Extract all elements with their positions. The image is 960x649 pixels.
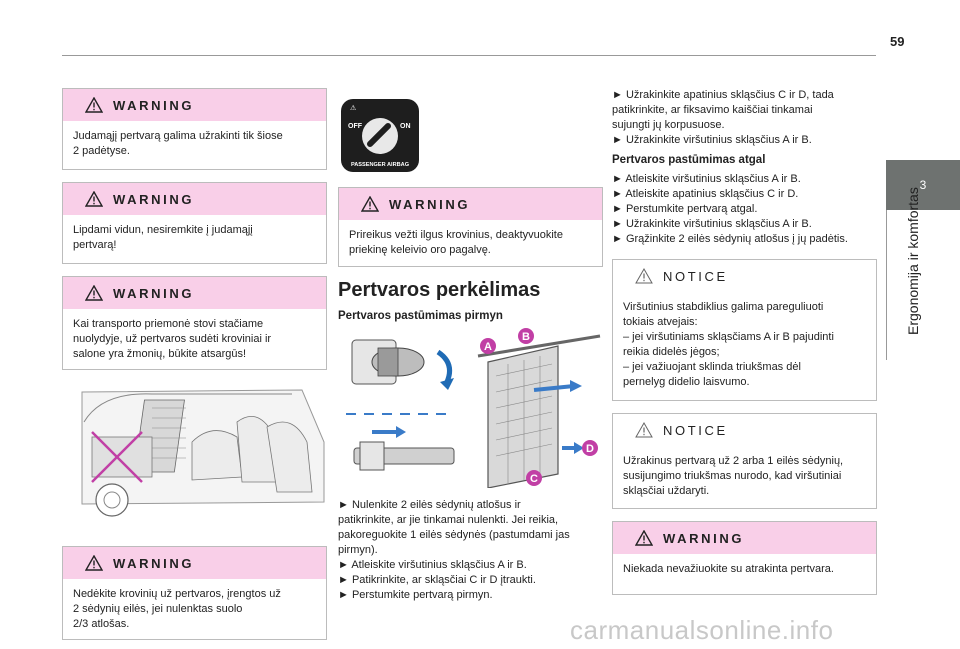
notice-text-line: pernelyg didelio laisvumo. bbox=[623, 376, 750, 388]
warning-title: WARNING bbox=[113, 555, 195, 571]
step-line: ► Grąžinkite 2 eilės sėdynių atlošus į j… bbox=[612, 233, 848, 245]
step-line: patikrinkite, ar jie tinkamai nulenkti. … bbox=[338, 514, 559, 526]
step-line: ► Užrakinkite viršutinius skląsčius A ir… bbox=[612, 218, 812, 230]
step-line: patikrinkite, ar fiksavimo kaiščiai tink… bbox=[612, 104, 813, 116]
page-number: 59 bbox=[890, 34, 905, 49]
chapter-number: 3 bbox=[919, 178, 927, 192]
notice-title: NOTICE bbox=[663, 422, 728, 438]
partition-latches-diagram: A B D C bbox=[346, 328, 601, 488]
warning-text-line: Nedėkite krovinių už pertvaros, įrengtos… bbox=[73, 588, 281, 600]
van-cargo-illustration bbox=[81, 389, 325, 517]
warning-text-line: Prireikus vežti ilgus krovinius, deaktyv… bbox=[349, 229, 563, 241]
airbag-on-label: ON bbox=[400, 123, 411, 130]
warning-title: WARNING bbox=[389, 196, 471, 212]
notice-triangle-icon bbox=[635, 268, 653, 284]
side-rule bbox=[886, 160, 887, 360]
top-rule bbox=[62, 55, 876, 56]
warning-title: WARNING bbox=[663, 530, 745, 546]
step-line: ► Perstumkite pertvarą pirmyn. bbox=[338, 589, 493, 601]
warning-text-line: 2 sėdynių eilės, jei nulenktas suolo bbox=[73, 603, 243, 615]
subsection-heading: Pertvaros pastūmimas pirmyn bbox=[338, 310, 503, 322]
chapter-title: Ergonomija ir komfortas bbox=[905, 187, 921, 335]
step-line: ► Perstumkite pertvarą atgal. bbox=[612, 203, 758, 215]
subsection-heading: Pertvaros pastūmimas atgal bbox=[612, 154, 766, 166]
warning-box-airbag: WARNING Prireikus vežti ilgus krovinius,… bbox=[338, 187, 603, 267]
notice-text-line: skląsčiai uždaryti. bbox=[623, 485, 710, 497]
warning-triangle-icon bbox=[85, 555, 103, 571]
airbag-switch-icon: ⚠ OFF ON PASSENGER AIRBAG bbox=[341, 99, 419, 172]
warning-text-line: pertvarą! bbox=[73, 239, 117, 251]
warning-text-line: priekinę keleivio oro pagalvę. bbox=[349, 244, 491, 256]
step-line: ► Nulenkite 2 eilės sėdynių atlošus ir bbox=[338, 499, 521, 511]
warning-triangle-icon bbox=[635, 530, 653, 546]
airbag-off-label: OFF bbox=[348, 123, 363, 130]
column-3: ► Užrakinkite apatinius skląsčius C ir D… bbox=[612, 88, 877, 607]
svg-text:⚠: ⚠ bbox=[350, 104, 357, 112]
warning-triangle-icon bbox=[85, 97, 103, 113]
callout-d: D bbox=[586, 443, 594, 455]
column-1: WARNING Judamąjį pertvarą galima užrakin… bbox=[62, 88, 327, 649]
forward-steps: ► Nulenkite 2 eilės sėdynių atlošus ir p… bbox=[338, 498, 603, 603]
warning-text-line: nuolydyje, už pertvaros sudėti kroviniai… bbox=[73, 333, 272, 345]
backward-steps: ► Atleiskite viršutinius skląsčius A ir … bbox=[612, 172, 877, 247]
notice-text-line: – jei važiuojant sklinda triukšmas dėl bbox=[623, 361, 801, 373]
notice-text-line: – jei viršutiniams skląsčiams A ir B paj… bbox=[623, 331, 834, 343]
warning-text-line: Niekada nevažiuokite su atrakinta pertva… bbox=[623, 563, 834, 575]
warning-text-line: 2/3 atlošas. bbox=[73, 618, 130, 630]
warning-box-5: WARNING Niekada nevažiuokite su atrakint… bbox=[612, 521, 877, 595]
warning-triangle-icon bbox=[85, 285, 103, 301]
callout-c: C bbox=[530, 473, 538, 485]
notice-text-line: Viršutinius stabdiklius galima pareguliu… bbox=[623, 301, 824, 313]
notice-box-1: NOTICE Viršutinius stabdiklius galima pa… bbox=[612, 259, 877, 401]
step-line: sujungti jų korpusuose. bbox=[612, 119, 725, 131]
warning-box-3: WARNING Kai transporto priemonė stovi st… bbox=[62, 276, 327, 370]
warning-title: WARNING bbox=[113, 191, 195, 207]
step-line: ► Atleiskite viršutinius skląsčius A ir … bbox=[338, 559, 527, 571]
chapter-tab: 3 bbox=[886, 160, 960, 210]
warning-text-line: Judamąjį pertvarą galima užrakinti tik š… bbox=[73, 130, 283, 142]
intro-steps: ► Užrakinkite apatinius skląsčius C ir D… bbox=[612, 88, 877, 148]
step-line: ► Užrakinkite apatinius skląsčius C ir D… bbox=[612, 89, 834, 101]
step-line: pirmyn). bbox=[338, 544, 378, 556]
warning-text-line: salone yra žmonių, būkite atsargūs! bbox=[73, 348, 247, 360]
callout-b: B bbox=[522, 331, 530, 343]
warning-title: WARNING bbox=[113, 97, 195, 113]
warning-title: WARNING bbox=[113, 285, 195, 301]
warning-text-line: Lipdami vidun, nesiremkite į judamąjį bbox=[73, 224, 253, 236]
notice-text-line: reikia didelės jėgos; bbox=[623, 346, 720, 358]
warning-box-4: WARNING Nedėkite krovinių už pertvaros, … bbox=[62, 546, 327, 640]
step-line: ► Atleiskite apatinius skląsčius C ir D. bbox=[612, 188, 799, 200]
step-line: ► Užrakinkite viršutinius skląsčius A ir… bbox=[612, 134, 812, 146]
warning-triangle-icon bbox=[361, 196, 379, 212]
warning-box-1: WARNING Judamąjį pertvarą galima užrakin… bbox=[62, 88, 327, 170]
notice-title: NOTICE bbox=[663, 268, 728, 284]
warning-triangle-icon bbox=[85, 191, 103, 207]
step-line: ► Atleiskite viršutinius skląsčius A ir … bbox=[612, 173, 801, 185]
section-heading: Pertvaros perkėlimas bbox=[338, 279, 541, 301]
notice-triangle-icon bbox=[635, 422, 653, 438]
notice-text-line: tokiais atvejais: bbox=[623, 316, 698, 328]
step-line: ► Patikrinkite, ar skląsčiai C ir D įtra… bbox=[338, 574, 536, 586]
notice-box-2: NOTICE Užrakinus pertvarą už 2 arba 1 ei… bbox=[612, 413, 877, 509]
airbag-label: PASSENGER AIRBAG bbox=[351, 162, 409, 168]
callout-a: A bbox=[484, 341, 492, 353]
watermark: carmanualsonline.info bbox=[570, 615, 834, 645]
notice-text-line: susijungimo triukšmas nurodo, kad viršut… bbox=[623, 470, 842, 482]
column-2: ⚠ OFF ON PASSENGER AIRBAG WARNING Prirei… bbox=[338, 88, 603, 603]
notice-text-line: Užrakinus pertvarą už 2 arba 1 eilės sėd… bbox=[623, 455, 844, 467]
warning-text-line: 2 padėtyse. bbox=[73, 145, 130, 157]
warning-text-line: Kai transporto priemonė stovi stačiame bbox=[73, 318, 264, 330]
step-line: pakoreguokite 1 eilės sėdynės (pastumdam… bbox=[338, 529, 570, 541]
warning-box-2: WARNING Lipdami vidun, nesiremkite į jud… bbox=[62, 182, 327, 264]
